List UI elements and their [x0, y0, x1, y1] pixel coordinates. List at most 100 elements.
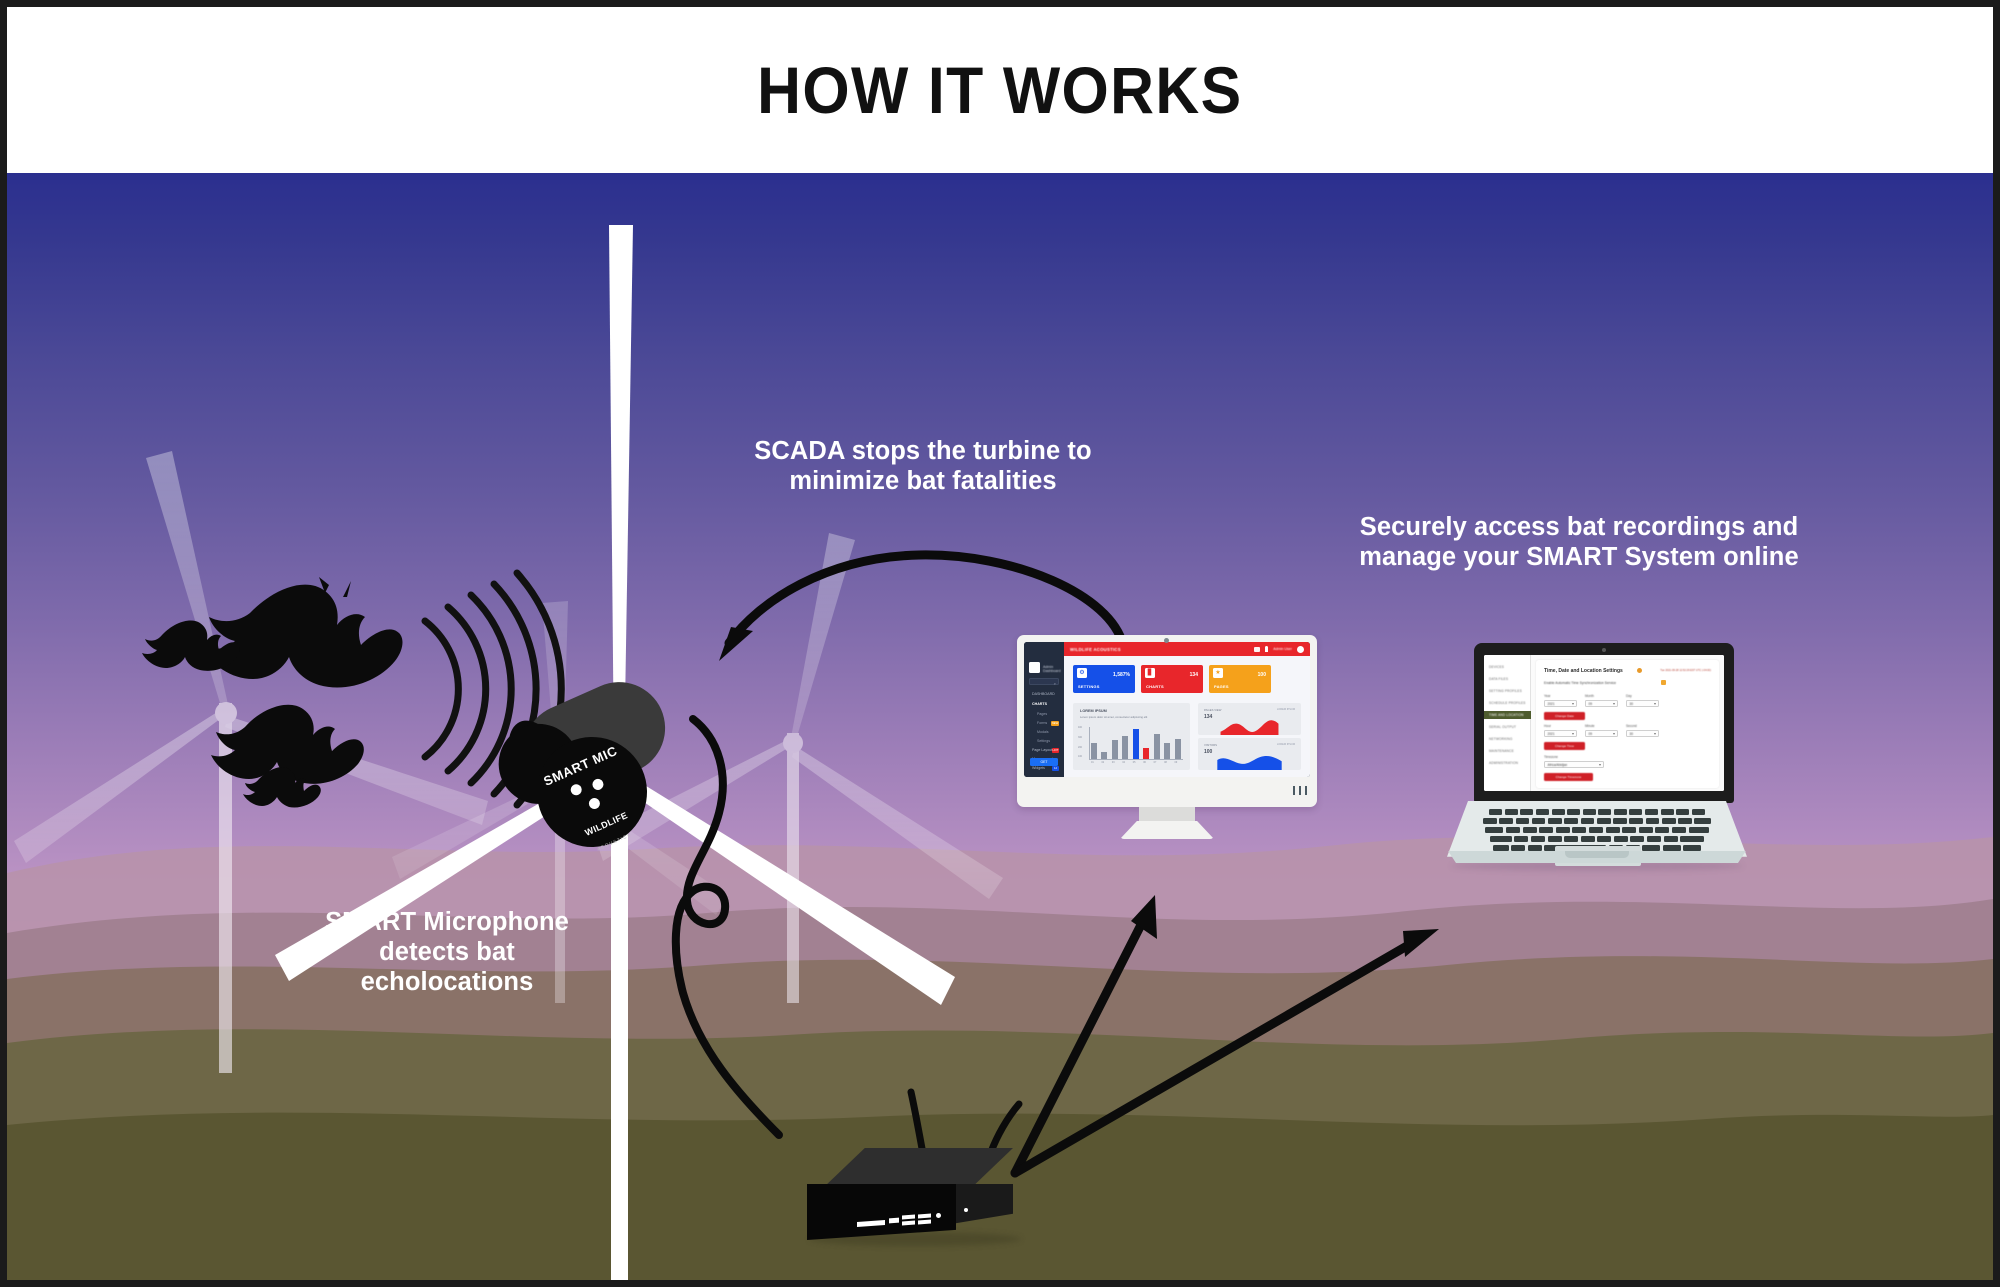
dashboard-sidebar[interactable]: Admin Dashboard ⌕ DASHBOARD CHARTS Pages… [1024, 642, 1064, 777]
field-day-select[interactable]: 30 [1626, 699, 1659, 707]
dashboard-nav-page-layouts[interactable]: Page Layouts [1032, 748, 1054, 752]
field-hour-select[interactable]: 2021 [1544, 729, 1577, 737]
dashboard-nav-modals[interactable]: Modals [1037, 730, 1049, 734]
keyboard-key[interactable] [1694, 817, 1712, 825]
help-icon[interactable] [1637, 668, 1642, 673]
keyboard-key[interactable] [1580, 835, 1595, 843]
laptop[interactable]: DEVICES DATA FILES SETTING PROFILES SCHE… [1447, 643, 1747, 903]
field-second-select[interactable]: 30 [1626, 729, 1659, 737]
keyboard-key[interactable] [1580, 817, 1595, 825]
keyboard-key[interactable] [1613, 835, 1628, 843]
keyboard-key[interactable] [1489, 809, 1503, 816]
field-month-select[interactable]: 09 [1585, 699, 1618, 707]
keyboard-key[interactable] [1564, 817, 1578, 825]
keyboard-key[interactable] [1482, 817, 1497, 825]
keyboard-key[interactable] [1663, 835, 1678, 843]
keyboard-key[interactable] [1555, 826, 1570, 834]
app-nav-data-files[interactable]: DATA FILES [1489, 677, 1509, 681]
smart-system-app[interactable]: DEVICES DATA FILES SETTING PROFILES SCHE… [1484, 655, 1724, 791]
keyboard-key[interactable] [1671, 826, 1686, 834]
app-nav-setting-profiles[interactable]: SETTING PROFILES [1489, 689, 1522, 693]
change-timezone-button[interactable]: Change Timezone [1544, 773, 1593, 781]
dashboard-cta-button[interactable]: GET [1030, 758, 1058, 766]
keyboard-key[interactable] [1499, 817, 1513, 825]
laptop-screen[interactable]: DEVICES DATA FILES SETTING PROFILES SCHE… [1484, 655, 1724, 791]
dashboard-nav-forms[interactable]: Forms [1037, 721, 1048, 725]
keyboard-key[interactable] [1511, 844, 1526, 852]
avatar[interactable] [1297, 645, 1304, 653]
keyboard-key[interactable] [1531, 817, 1546, 825]
change-time-button[interactable]: Change Time [1544, 742, 1585, 750]
laptop-keyboard[interactable] [1482, 809, 1712, 852]
field-minute[interactable]: Minute 09 [1585, 724, 1618, 737]
app-nav-maintenance[interactable]: MAINTENANCE [1489, 749, 1514, 753]
app-nav-networking[interactable]: NETWORKING [1489, 737, 1513, 741]
stat-card-charts[interactable]: ▊ 134 CHARTS [1141, 665, 1203, 693]
keyboard-key[interactable] [1661, 817, 1676, 825]
keyboard-key[interactable] [1567, 809, 1581, 816]
dashboard-search-input[interactable]: ⌕ [1029, 678, 1059, 686]
keyboard-key[interactable] [1535, 809, 1549, 816]
keyboard-key[interactable] [1547, 835, 1562, 843]
field-day[interactable]: Day 30 [1626, 694, 1659, 707]
keyboard-key[interactable] [1582, 809, 1596, 816]
keyboard-key[interactable] [1596, 817, 1611, 825]
stat-card-settings[interactable]: ⚙ 1,587% SETTINGS [1073, 665, 1135, 693]
keyboard-key[interactable] [1629, 809, 1643, 816]
keyboard-key[interactable] [1660, 809, 1674, 816]
keyboard-key[interactable] [1572, 826, 1587, 834]
change-date-button[interactable]: Change Date [1544, 712, 1585, 720]
keyboard-key[interactable] [1680, 835, 1705, 843]
dashboard-nav-charts[interactable]: CHARTS [1032, 702, 1047, 706]
monitor-screen[interactable]: Admin Dashboard ⌕ DASHBOARD CHARTS Pages… [1024, 642, 1310, 777]
keyboard-key[interactable] [1589, 826, 1603, 834]
keyboard-key[interactable] [1504, 809, 1518, 816]
keyboard-key[interactable] [1605, 826, 1620, 834]
keyboard-key[interactable] [1506, 826, 1521, 834]
sync-service-checkbox[interactable] [1661, 680, 1666, 685]
keyboard-key[interactable] [1492, 844, 1509, 852]
keyboard-key[interactable] [1527, 844, 1542, 852]
keyboard-key[interactable] [1630, 835, 1645, 843]
keyboard-key[interactable] [1548, 817, 1562, 825]
app-nav-serial-output[interactable]: SERIAL OUTPUT [1489, 725, 1517, 729]
dashboard-nav-widgets[interactable]: Widgets [1032, 766, 1045, 770]
keyboard-key[interactable] [1645, 817, 1660, 825]
field-month[interactable]: Month 09 [1585, 694, 1618, 707]
keyboard-key[interactable] [1489, 835, 1512, 843]
keyboard-key[interactable] [1642, 844, 1661, 852]
keyboard-key[interactable] [1485, 826, 1504, 834]
keyboard-key[interactable] [1688, 826, 1709, 834]
desktop-monitor[interactable]: Admin Dashboard ⌕ DASHBOARD CHARTS Pages… [1017, 635, 1317, 839]
field-second[interactable]: Second 30 [1626, 724, 1659, 737]
keyboard-key[interactable] [1662, 844, 1681, 852]
keyboard-key[interactable] [1676, 809, 1690, 816]
keyboard-key[interactable] [1539, 826, 1554, 834]
keyboard-key[interactable] [1514, 835, 1529, 843]
dashboard-topbar-actions[interactable]: Admin User [1254, 645, 1304, 653]
field-minute-select[interactable]: 09 [1585, 729, 1618, 737]
keyboard-key[interactable] [1551, 809, 1565, 816]
app-sidebar[interactable]: DEVICES DATA FILES SETTING PROFILES SCHE… [1484, 655, 1531, 791]
app-nav-time-and-location[interactable]: TIME AND LOCATION [1484, 711, 1531, 719]
keyboard-key[interactable] [1598, 809, 1612, 816]
keyboard-key[interactable] [1520, 809, 1534, 816]
dashboard-nav-dashboard[interactable]: DASHBOARD [1032, 692, 1055, 696]
keyboard-key[interactable] [1597, 835, 1612, 843]
keyboard-key[interactable] [1629, 817, 1644, 825]
app-nav-administration[interactable]: ADMINISTRATION [1489, 761, 1519, 765]
dashboard-nav-settings[interactable]: Settings [1037, 739, 1050, 743]
dashboard-nav-pages[interactable]: Pages [1037, 712, 1048, 716]
app-nav-schedule-profiles[interactable]: SCHEDULE PROFILES [1489, 701, 1526, 705]
keyboard-key[interactable] [1622, 826, 1637, 834]
keyboard-key[interactable] [1645, 809, 1659, 816]
field-hour[interactable]: Hour 2021 [1544, 724, 1577, 737]
keyboard-key[interactable] [1691, 809, 1705, 816]
keyboard-key[interactable] [1678, 817, 1692, 825]
mail-icon[interactable] [1254, 646, 1261, 652]
field-timezone-select[interactable]: Africa/Abidjan [1544, 760, 1604, 768]
field-year[interactable]: Year 2021 [1544, 694, 1577, 707]
keyboard-key[interactable] [1515, 817, 1530, 825]
keyboard-key[interactable] [1564, 835, 1579, 843]
field-timezone[interactable]: Timezone Africa/Abidjan [1544, 755, 1604, 768]
